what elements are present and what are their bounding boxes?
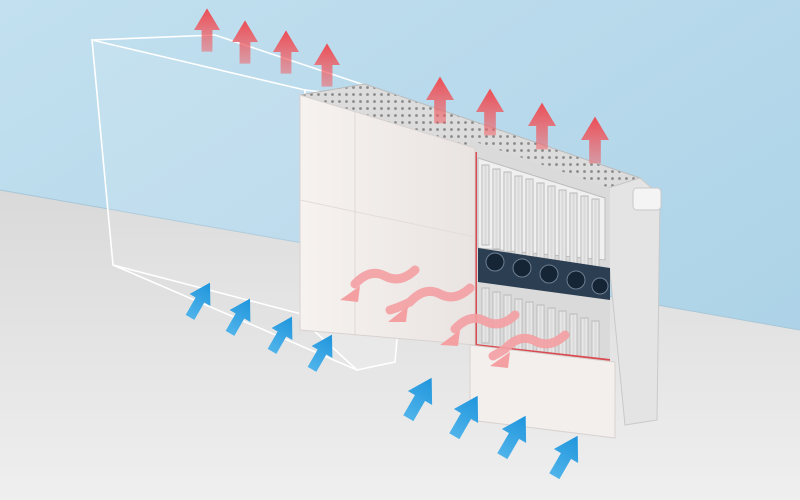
radiator xyxy=(299,83,662,439)
front-panel xyxy=(299,94,476,346)
wavy-arrow-icon xyxy=(450,310,520,334)
wavy-arrow-icon xyxy=(385,283,475,315)
radiated-heat-arrows xyxy=(350,265,570,361)
wavy-arrow-icon xyxy=(350,265,420,289)
heating-pipe xyxy=(475,152,611,361)
bottom-trim xyxy=(469,344,616,439)
fan-row xyxy=(478,248,610,300)
wavy-arrow-icon xyxy=(488,330,570,361)
radiated-heat-heads xyxy=(340,286,510,368)
valve-knob xyxy=(632,187,662,211)
upper-fin-block xyxy=(477,157,606,272)
end-cap xyxy=(601,177,661,426)
